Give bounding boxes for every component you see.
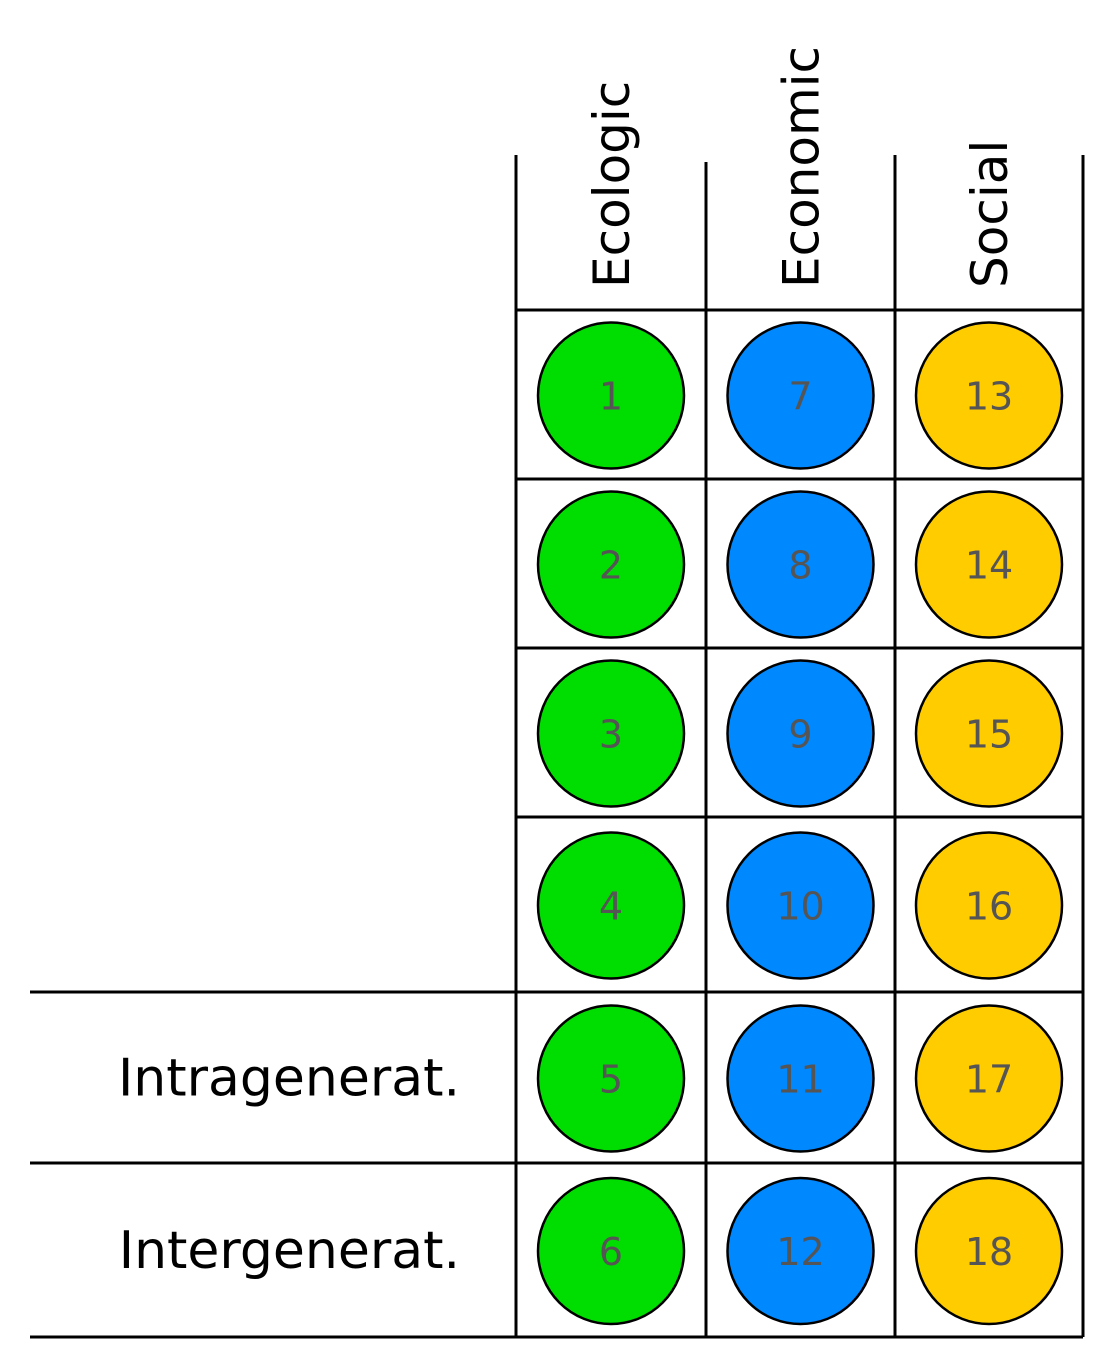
cell-number: 4	[599, 885, 623, 929]
cell-number: 8	[788, 544, 812, 588]
cell-number: 17	[965, 1058, 1013, 1102]
cell-number: 1	[599, 375, 623, 419]
cell-circle	[536, 831, 686, 980]
column-header-ecologic: Ecologic	[583, 81, 641, 288]
cell-circle	[914, 490, 1064, 639]
cell-number: 9	[788, 713, 812, 757]
cell-circle	[726, 321, 875, 470]
cell-2: 2	[536, 490, 686, 639]
cell-number: 18	[965, 1230, 1013, 1274]
cell-circle	[914, 831, 1064, 980]
cell-number: 6	[599, 1230, 623, 1274]
cell-number: 14	[965, 544, 1013, 588]
cell-circle	[536, 490, 686, 639]
cell-10: 10	[726, 831, 875, 980]
cell-number: 11	[776, 1058, 824, 1102]
cell-circle	[914, 1176, 1064, 1326]
cell-16: 16	[914, 831, 1064, 980]
row-label-intragenerat: Intragenerat.	[118, 1049, 460, 1109]
cell-18: 18	[914, 1176, 1064, 1326]
cell-number: 2	[599, 544, 623, 588]
cell-number: 16	[965, 885, 1013, 929]
cell-6: 6	[536, 1176, 686, 1326]
row-label-intergenerat: Intergenerat.	[119, 1221, 460, 1281]
cell-14: 14	[914, 490, 1064, 639]
cell-number: 3	[599, 713, 623, 757]
cell-circle	[726, 1176, 875, 1326]
cell-number: 12	[776, 1230, 824, 1274]
cell-12: 12	[726, 1176, 875, 1326]
column-header-economic: Economic	[773, 46, 831, 288]
cell-3: 3	[536, 659, 686, 808]
cell-circle	[726, 490, 875, 639]
cell-circle	[536, 321, 686, 470]
cell-circle	[726, 1004, 875, 1153]
cell-9: 9	[726, 659, 875, 808]
cell-13: 13	[914, 321, 1064, 470]
cell-4: 4	[536, 831, 686, 980]
cell-17: 17	[914, 1004, 1064, 1153]
cell-8: 8	[726, 490, 875, 639]
row-labels: Intragenerat. Intergenerat.	[118, 1049, 460, 1282]
cell-circle	[726, 659, 875, 808]
cell-number: 13	[965, 375, 1013, 419]
grid-lines	[30, 155, 1085, 1339]
cell-circle	[536, 1176, 686, 1326]
cell-5: 5	[536, 1004, 686, 1153]
cell-number: 10	[776, 885, 824, 929]
column-header-social: Social	[961, 140, 1019, 288]
cell-circle	[914, 321, 1064, 470]
cell-15: 15	[914, 659, 1064, 808]
cell-11: 11	[726, 1004, 875, 1153]
cell-circle	[726, 831, 875, 980]
cell-circle	[536, 1004, 686, 1153]
cell-7: 7	[726, 321, 875, 470]
cell-circle	[536, 659, 686, 808]
cell-circle	[914, 659, 1064, 808]
column-headers: Ecologic Economic Social	[583, 46, 1019, 288]
cell-circle	[914, 1004, 1064, 1153]
cell-1: 1	[536, 321, 686, 470]
cell-number: 7	[788, 375, 812, 419]
cell-number: 15	[965, 713, 1013, 757]
cell-number: 5	[599, 1058, 623, 1102]
